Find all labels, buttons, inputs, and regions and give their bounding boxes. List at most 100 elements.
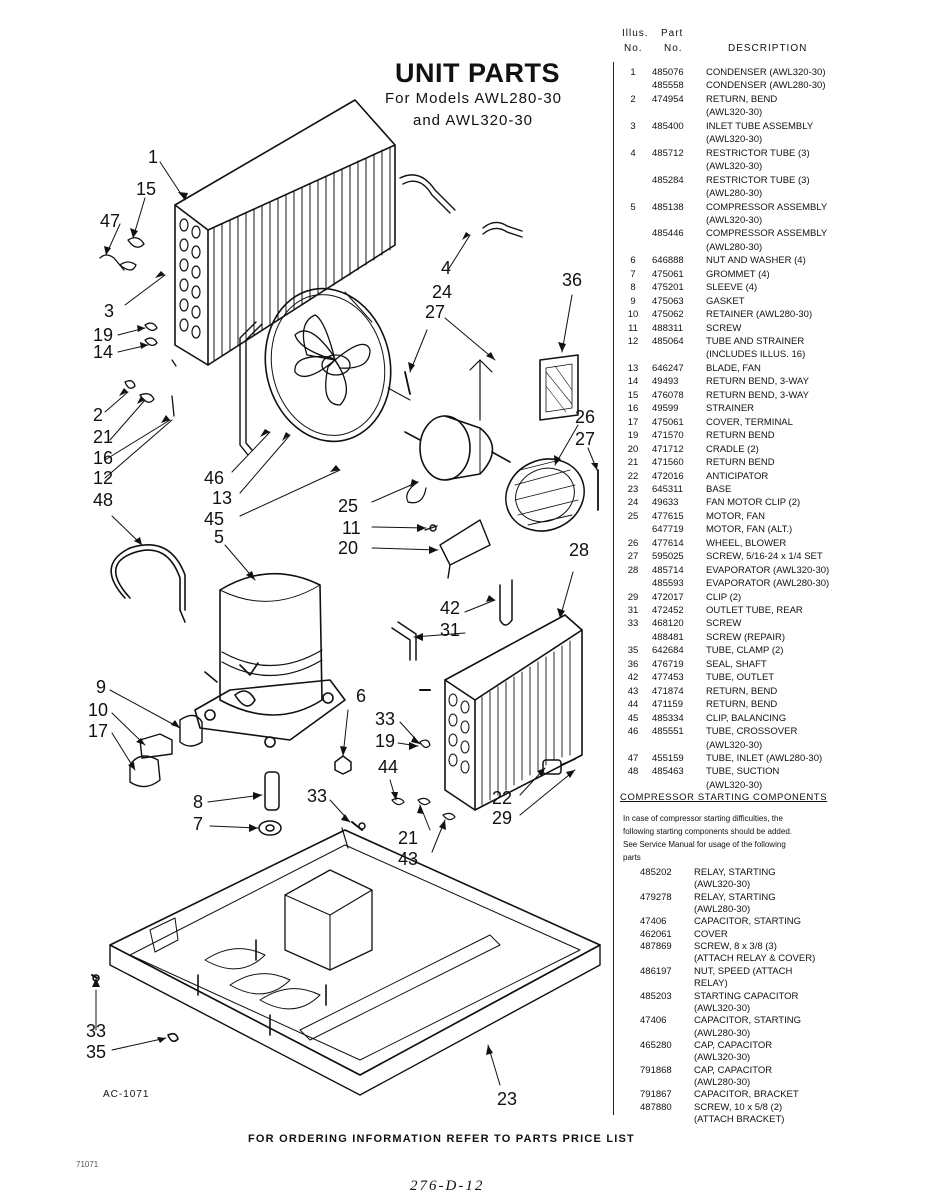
part-description: (AWL320-30) — [694, 1052, 751, 1064]
part-description: RELAY, STARTING — [694, 891, 776, 903]
part-description: WHEEL, BLOWER — [706, 537, 787, 549]
part-description: SCREW — [706, 322, 742, 334]
illus-number: 6 — [630, 255, 636, 267]
part-description: MOTOR, FAN (ALT.) — [706, 524, 793, 536]
part-number: 471570 — [652, 430, 684, 442]
table-row: (AWL320-30) — [640, 1002, 850, 1015]
part-description: SCREW, 10 x 5/8 (2) — [694, 1101, 783, 1113]
part-description: RETURN BEND, 3-WAY — [706, 376, 809, 388]
illus-number: 13 — [627, 362, 639, 374]
part-description: TUBE AND STRAINER — [706, 336, 805, 347]
part-number: 471560 — [652, 457, 684, 469]
part-number: 477453 — [652, 672, 684, 684]
callout-label: 48 — [93, 490, 114, 510]
callout-label: 6 — [356, 686, 367, 706]
callout-label: 19 — [375, 731, 396, 751]
callout-label: 21 — [398, 828, 419, 848]
part-number: 477614 — [652, 537, 684, 549]
part-description: SCREW (REPAIR) — [706, 631, 785, 643]
callout-label: 13 — [212, 488, 233, 508]
part-description: CAPACITOR, STARTING — [694, 1015, 801, 1027]
corner-code: 71071 — [76, 1160, 99, 1169]
part-number: 647719 — [652, 524, 684, 536]
callout-label: 19 — [93, 325, 114, 345]
part-description: CAP, CAPACITOR — [694, 1039, 773, 1051]
callout-label: 8 — [193, 792, 204, 812]
part-number: 485712 — [652, 147, 684, 159]
part-description: SEAL, SHAFT — [706, 658, 767, 670]
outlet-tubes — [391, 579, 576, 775]
part-description: RETURN BEND — [706, 457, 775, 469]
part-number: 475061 — [652, 416, 684, 428]
part-description: COVER — [694, 928, 728, 940]
suction-tube — [110, 544, 186, 623]
page-code: 276-D-12 — [410, 1178, 485, 1194]
part-number: 485551 — [652, 726, 684, 738]
part-number: 479278 — [640, 891, 672, 903]
illus-number: 10 — [627, 309, 639, 321]
part-description: GASKET — [706, 295, 745, 307]
part-number: 475062 — [652, 309, 684, 321]
table-header-illus-top: Illus. — [622, 28, 649, 39]
part-description: SCREW, 5/16-24 x 1/4 SET — [706, 551, 823, 563]
part-description: GROMMET (4) — [706, 268, 770, 280]
illus-number: 36 — [627, 658, 639, 670]
callout-label: 16 — [93, 448, 114, 468]
part-number: 645311 — [652, 483, 683, 495]
part-description: CLIP (2) — [706, 591, 742, 603]
part-number: 791867 — [640, 1089, 672, 1101]
part-description: INLET TUBE ASSEMBLY — [706, 120, 814, 132]
part-description: RETURN BEND — [706, 430, 775, 442]
part-description: TUBE, SUCTION — [706, 766, 780, 778]
illus-number: 21 — [627, 457, 639, 469]
callout-label: 31 — [440, 620, 461, 640]
condenser-coil — [174, 99, 396, 366]
illus-number: 46 — [627, 726, 639, 738]
illus-number: 9 — [630, 295, 636, 307]
part-number: 486197 — [640, 965, 672, 977]
callout-label: 20 — [338, 538, 359, 558]
illus-number: 45 — [627, 712, 639, 724]
part-number: 595025 — [652, 551, 684, 563]
part-description: (AWL320-30) — [694, 1002, 751, 1014]
illus-number: 17 — [627, 416, 639, 428]
note-line: See Service Manual for usage of the foll… — [623, 840, 786, 849]
illus-number: 27 — [627, 551, 639, 563]
part-number: 472017 — [652, 591, 684, 603]
part-number: 471712 — [652, 443, 684, 455]
illus-number: 35 — [627, 645, 639, 657]
part-description: RELAY, STARTING — [694, 867, 776, 878]
illus-number: 31 — [627, 605, 639, 616]
part-number: 487869 — [640, 941, 672, 953]
table-row: (AWL320-30) — [620, 214, 850, 227]
callout-label: 23 — [497, 1089, 518, 1109]
callout-label: 29 — [492, 808, 513, 828]
part-description: (AWL280-30) — [706, 241, 763, 253]
part-number: 488311 — [652, 322, 683, 334]
part-description: CAPACITOR, BRACKET — [694, 1089, 799, 1101]
table-row: RELAY) — [640, 977, 850, 990]
part-description: (AWL280-30) — [694, 1076, 751, 1088]
part-description: (AWL320-30) — [694, 879, 751, 891]
part-description: (AWL280-30) — [694, 1027, 751, 1039]
table-row: (AWL320-30) — [620, 739, 850, 752]
illus-number: 16 — [627, 403, 639, 415]
illus-number: 7 — [630, 268, 636, 280]
table-row: (AWL280-30) — [640, 903, 850, 916]
